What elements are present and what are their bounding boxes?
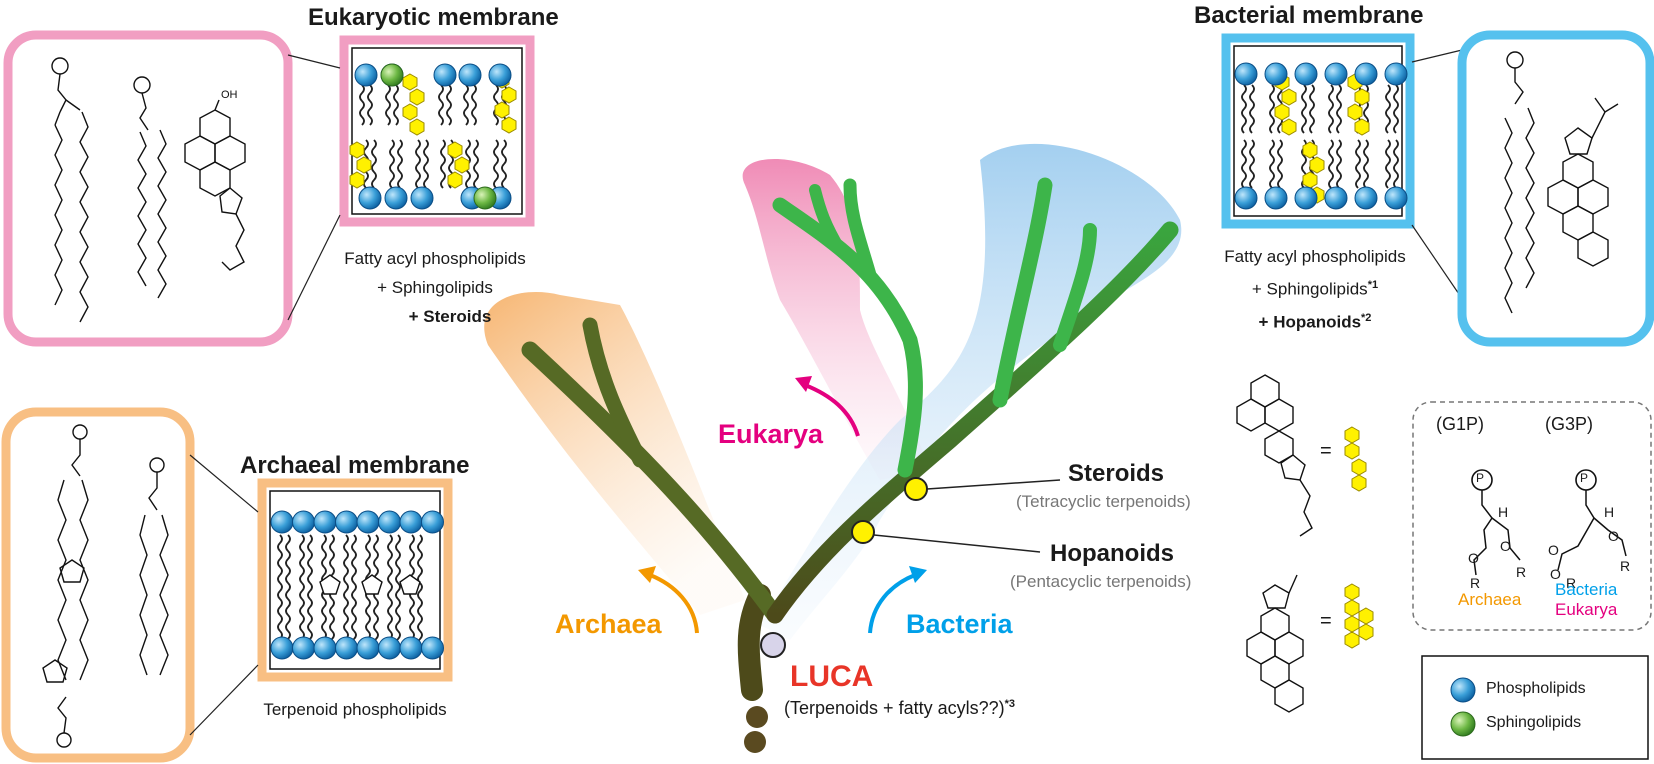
hopanoids-label: Hopanoids bbox=[1050, 540, 1174, 567]
g1p-h: H bbox=[1498, 504, 1509, 520]
bacterial-membrane-diagram bbox=[1221, 33, 1415, 229]
bacterial-note-1: *1 bbox=[1367, 279, 1379, 291]
archaea-label: Archaea bbox=[555, 609, 662, 639]
bacterial-lipid-1: Fatty acyl phospholipids bbox=[1224, 247, 1406, 266]
hopanoid-equals: = bbox=[1320, 610, 1332, 632]
archaeal-lipid-drawings bbox=[42, 424, 169, 748]
luca-note: *3 bbox=[1004, 698, 1016, 710]
eukarya-arrow bbox=[804, 383, 860, 437]
eukaryotic-membrane-diagram bbox=[339, 35, 535, 227]
eukarya-label: Eukarya bbox=[718, 419, 824, 449]
bacterial-structures-box bbox=[1457, 30, 1654, 347]
phospholipid-legend-icon bbox=[1450, 677, 1476, 703]
bacteria-arrow bbox=[868, 573, 916, 634]
g3p-phosphate: P bbox=[1580, 471, 1589, 485]
legend-sphingolipids: Sphingolipids bbox=[1486, 714, 1582, 731]
sphingolipid-legend-icon bbox=[1450, 711, 1476, 737]
eukaryotic-caption: Fatty acyl phospholipids + Sphingolipids… bbox=[310, 244, 560, 331]
eukarya-branch bbox=[772, 197, 923, 478]
archaeal-structures-box bbox=[1, 407, 195, 763]
steroid-equals: = bbox=[1320, 440, 1332, 462]
bacterial-lipid-2: + Sphingolipids bbox=[1251, 279, 1368, 299]
hopanoid-hex-icon bbox=[1344, 583, 1374, 649]
steroids-label: Steroids bbox=[1068, 460, 1165, 487]
hopanoid-node bbox=[851, 520, 875, 544]
g1p-label: (G1P) bbox=[1436, 414, 1485, 434]
bacterial-note-2: *2 bbox=[1361, 311, 1372, 324]
archaeal-caption: Terpenoid phospholipids bbox=[263, 700, 447, 719]
archaeal-title: Archaeal membrane bbox=[240, 452, 470, 479]
hopanoids-desc: (Pentacyclic terpenoids) bbox=[1010, 572, 1192, 591]
bacterial-lipid-drawings bbox=[1504, 51, 1619, 314]
bacteria-branch bbox=[766, 221, 1179, 624]
bacteria-label: Bacteria bbox=[906, 609, 1013, 639]
glycerol-phosphate-box bbox=[1412, 401, 1652, 631]
g3p-o-1: O bbox=[1608, 528, 1619, 544]
g1p-r-1: R bbox=[1516, 564, 1527, 580]
legend-box bbox=[1421, 655, 1649, 760]
eukaryotic-lipid-3: + Steroids bbox=[408, 307, 492, 326]
g3p-o-3: O bbox=[1550, 566, 1561, 582]
bacterial-lipid-3: + Hopanoids bbox=[1258, 312, 1362, 332]
luca-label: LUCA bbox=[790, 660, 874, 693]
g3p-h: H bbox=[1604, 504, 1615, 520]
luca-trunk bbox=[737, 584, 771, 701]
eukaryotic-lipid-drawings bbox=[51, 57, 246, 323]
luca-node bbox=[760, 632, 786, 658]
archaea-branch bbox=[521, 341, 784, 624]
g3p-o-2: O bbox=[1548, 542, 1559, 558]
bacterial-caption: Fatty acyl phospholipids + Sphingolipids… bbox=[1190, 242, 1440, 336]
g3p-r-1: R bbox=[1620, 558, 1631, 574]
archaeal-membrane-diagram bbox=[257, 478, 453, 682]
eukaryotic-structures-box: OH bbox=[3, 30, 293, 347]
bacterial-title: Bacterial membrane bbox=[1194, 2, 1424, 29]
g1p-phosphate: P bbox=[1476, 471, 1485, 485]
eukaryotic-title: Eukaryotic membrane bbox=[308, 4, 559, 31]
luca-sub: (Terpenoids + fatty acyls??)*3 bbox=[784, 698, 1015, 719]
steroid-node bbox=[904, 477, 928, 501]
legend-phospholipids: Phospholipids bbox=[1486, 680, 1586, 697]
steroid-hex-icon bbox=[1344, 426, 1367, 492]
tree-of-life bbox=[484, 143, 1182, 753]
archaea-arrow bbox=[649, 573, 699, 634]
g1p-o-1: O bbox=[1500, 538, 1511, 554]
glycerol-archaea: Archaea bbox=[1458, 590, 1522, 609]
steroids-desc: (Tetracyclic terpenoids) bbox=[1016, 492, 1191, 511]
archaea-shade bbox=[484, 292, 745, 615]
eukaryotic-lipid-1: Fatty acyl phospholipids bbox=[344, 249, 526, 268]
eukaryotic-lipid-2: + Sphingolipids bbox=[377, 278, 493, 297]
luca-subtitle: (Terpenoids + fatty acyls??) bbox=[784, 698, 1005, 718]
g1p-r-2: R bbox=[1470, 575, 1481, 591]
hopanoid-skeleton bbox=[1246, 574, 1304, 713]
glycerol-bacteria: Bacteria bbox=[1555, 580, 1618, 599]
glycerol-eukarya: Eukarya bbox=[1555, 600, 1618, 619]
svg-text:OH: OH bbox=[221, 89, 238, 101]
steroid-skeleton bbox=[1236, 374, 1313, 537]
g1p-o-2: O bbox=[1468, 550, 1479, 566]
g3p-r-2: R bbox=[1566, 575, 1577, 591]
g3p-label: (G3P) bbox=[1545, 414, 1594, 434]
eukarya-shade bbox=[742, 158, 930, 480]
